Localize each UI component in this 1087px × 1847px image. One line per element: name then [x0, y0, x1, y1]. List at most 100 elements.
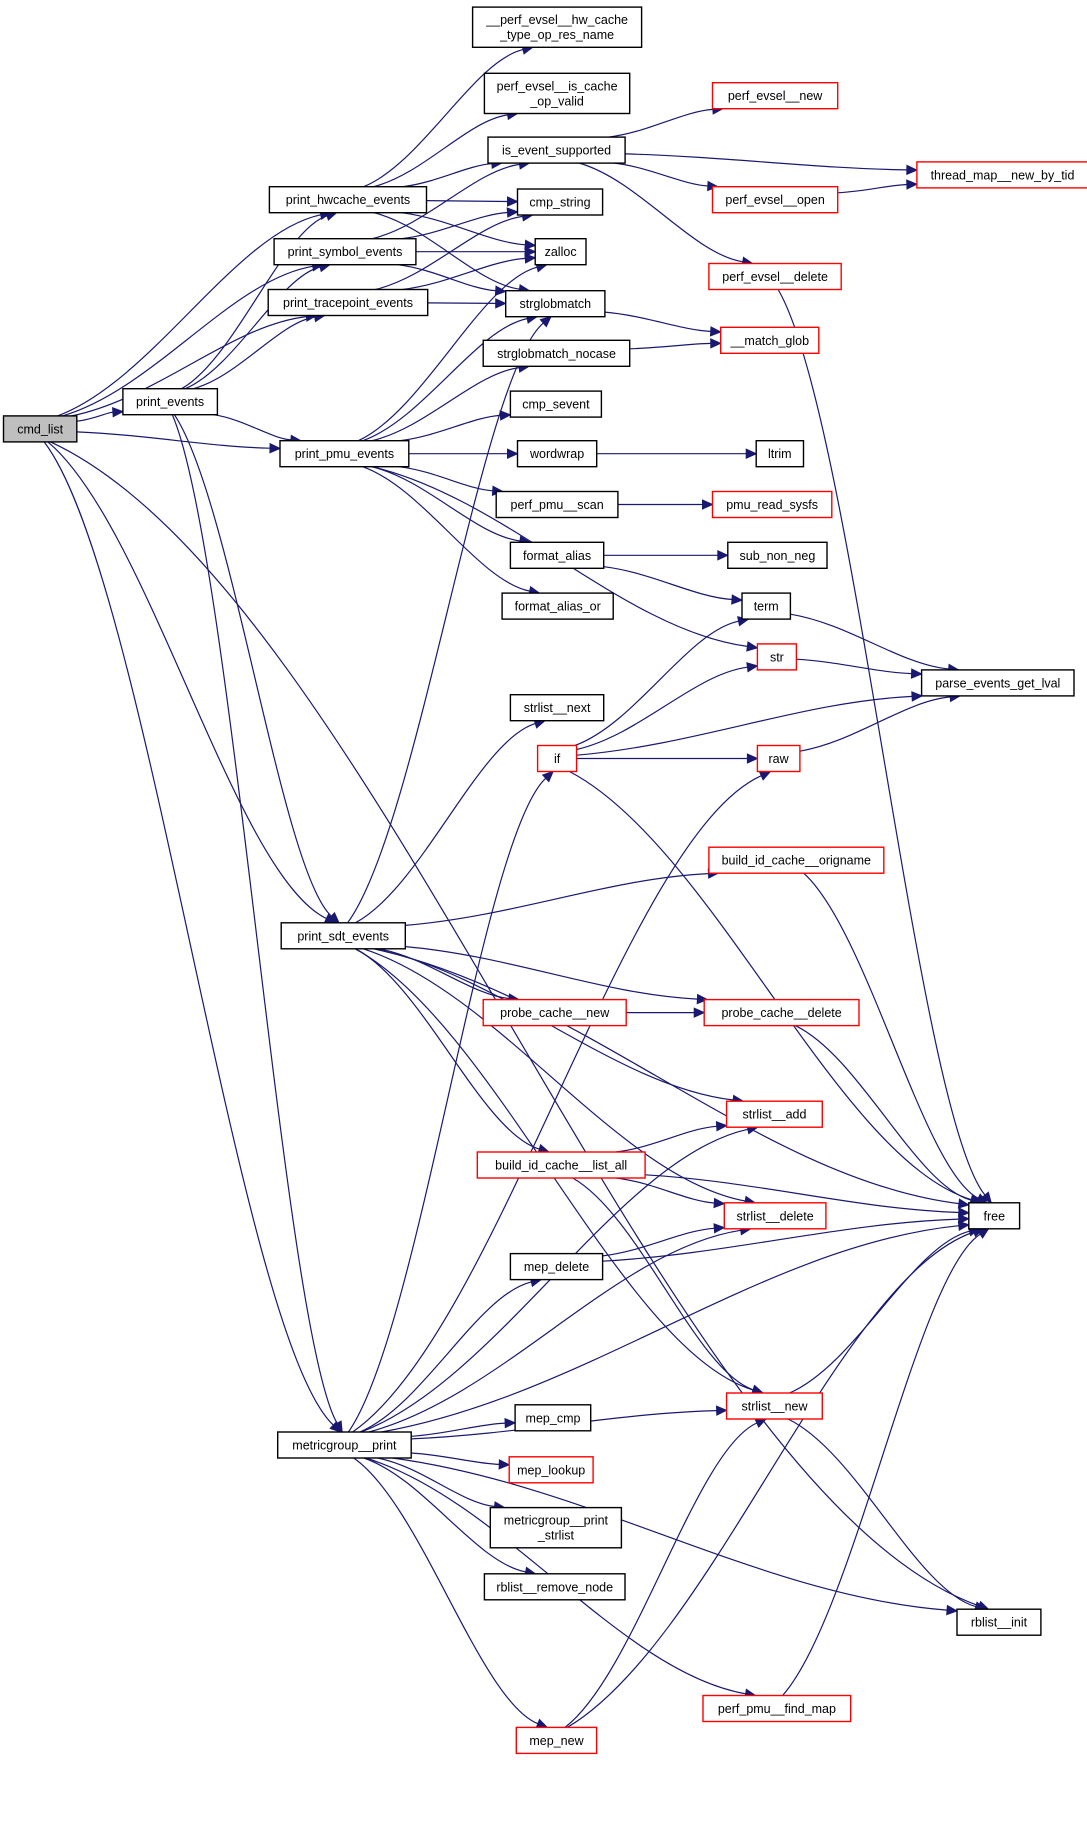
graph-node-hw-cache-name[interactable]: __perf_evsel__hw_cache_type_op_res_name	[471, 6, 643, 49]
node-box[interactable]	[267, 288, 429, 317]
node-box[interactable]	[536, 744, 578, 773]
graph-node-pmu-read-sysfs[interactable]: pmu_read_sysfs	[711, 490, 833, 519]
node-box[interactable]	[727, 541, 828, 569]
node-box[interactable]	[495, 490, 619, 519]
graph-node-term[interactable]: term	[741, 592, 792, 620]
node-box[interactable]	[708, 262, 842, 291]
graph-node-strglobmatch[interactable]: strglobmatch	[505, 290, 606, 318]
node-box[interactable]	[277, 1431, 412, 1459]
graph-node-print-pmu-events[interactable]: print_pmu_events	[279, 440, 410, 468]
node-box[interactable]	[509, 1252, 604, 1281]
graph-node-print-events[interactable]: print_events	[122, 388, 219, 416]
graph-node-mep-delete[interactable]: mep_delete	[509, 1252, 604, 1281]
graph-node-build-id-cache-list-all[interactable]: build_id_cache__list_all	[476, 1151, 646, 1179]
node-box[interactable]	[702, 1694, 852, 1723]
node-box[interactable]	[711, 490, 833, 519]
graph-node-is-event-supported[interactable]: is_event_supported	[487, 136, 626, 164]
graph-node-print-hwcache-events[interactable]: print_hwcache_events	[268, 185, 428, 214]
node-box[interactable]	[509, 694, 605, 722]
graph-node-mep-cmp[interactable]: mep_cmp	[514, 1404, 592, 1432]
graph-node-thread-map-new-by-tid[interactable]: thread_map__new_by_tid	[916, 161, 1087, 189]
node-box[interactable]	[720, 326, 820, 354]
node-box[interactable]	[725, 1392, 823, 1420]
node-box[interactable]	[711, 185, 839, 214]
node-box[interactable]	[755, 440, 805, 468]
node-box[interactable]	[487, 136, 626, 164]
node-box[interactable]	[723, 1202, 827, 1230]
graph-node-strlist-new[interactable]: strlist__new	[725, 1392, 823, 1420]
graph-node-print-symbol-events[interactable]: print_symbol_events	[273, 237, 417, 266]
node-box[interactable]	[471, 6, 643, 49]
graph-node-build-id-cache-origname[interactable]: build_id_cache__origname	[708, 846, 885, 874]
graph-node-is-cache-op-valid[interactable]: perf_evsel__is_cache_op_valid	[483, 72, 631, 115]
graph-node-mep-lookup[interactable]: mep_lookup	[508, 1456, 594, 1484]
node-box[interactable]	[741, 592, 792, 620]
graph-node-strlist-next[interactable]: strlist__next	[509, 694, 605, 722]
node-box[interactable]	[268, 185, 428, 214]
node-box[interactable]	[509, 390, 603, 418]
graph-node-perf-pmu-find-map[interactable]: perf_pmu__find_map	[702, 1694, 852, 1723]
graph-node-strlist-delete[interactable]: strlist__delete	[723, 1202, 827, 1230]
node-box[interactable]	[514, 1404, 592, 1432]
graph-node-perf-pmu-scan[interactable]: perf_pmu__scan	[495, 490, 619, 519]
graph-node-raw[interactable]: raw	[756, 744, 801, 773]
graph-node-perf-evsel-delete[interactable]: perf_evsel__delete	[708, 262, 842, 291]
node-box[interactable]	[2, 415, 78, 443]
node-box[interactable]	[968, 1202, 1021, 1230]
graph-node-perf-evsel-open[interactable]: perf_evsel__open	[711, 185, 839, 214]
node-box[interactable]	[508, 1456, 594, 1484]
node-box[interactable]	[516, 440, 598, 468]
graph-node-if[interactable]: if	[536, 744, 578, 773]
node-box[interactable]	[279, 440, 410, 468]
graph-node-rblist-remove-node[interactable]: rblist__remove_node	[483, 1573, 626, 1601]
graph-node-probe-cache-new[interactable]: probe_cache__new	[482, 998, 627, 1027]
graph-node-metricgroup-print-strlist[interactable]: metricgroup__print_strlist	[489, 1506, 623, 1549]
node-box[interactable]	[516, 188, 604, 216]
graph-node-format-alias[interactable]: format_alias	[509, 541, 605, 569]
graph-node-str[interactable]: str	[756, 643, 798, 671]
node-box[interactable]	[509, 541, 605, 569]
node-box[interactable]	[482, 339, 631, 367]
node-box[interactable]	[515, 1726, 598, 1755]
node-box[interactable]	[756, 744, 801, 773]
graph-node-cmd-list[interactable]: cmd_list	[2, 415, 78, 443]
graph-node-format-alias-or[interactable]: format_alias_or	[501, 592, 614, 620]
graph-node-rblist-init[interactable]: rblist__init	[956, 1608, 1042, 1636]
node-box[interactable]	[711, 81, 839, 110]
node-box[interactable]	[273, 237, 417, 266]
node-box[interactable]	[489, 1506, 623, 1549]
graph-node-metricgroup-print[interactable]: metricgroup__print	[277, 1431, 412, 1459]
node-box[interactable]	[916, 161, 1087, 189]
graph-node-mep-new[interactable]: mep_new	[515, 1726, 598, 1755]
node-box[interactable]	[476, 1151, 646, 1179]
node-box[interactable]	[756, 643, 798, 671]
graph-node-strglobmatch-nocase[interactable]: strglobmatch_nocase	[482, 339, 631, 367]
graph-node-print-tracepoint-events[interactable]: print_tracepoint_events	[267, 288, 429, 317]
node-box[interactable]	[703, 998, 860, 1027]
graph-node-free[interactable]: free	[968, 1202, 1021, 1230]
graph-node-zalloc[interactable]: zalloc	[534, 237, 587, 266]
node-box[interactable]	[505, 290, 606, 318]
node-box[interactable]	[920, 669, 1075, 697]
graph-node-match-glob[interactable]: __match_glob	[720, 326, 820, 354]
graph-node-ltrim[interactable]: ltrim	[755, 440, 805, 468]
node-box[interactable]	[956, 1608, 1042, 1636]
graph-node-strlist-add[interactable]: strlist__add	[725, 1100, 823, 1128]
node-box[interactable]	[483, 72, 631, 115]
node-box[interactable]	[708, 846, 885, 874]
graph-node-cmp-sevent[interactable]: cmp_sevent	[509, 390, 603, 418]
graph-node-perf-evsel-new[interactable]: perf_evsel__new	[711, 81, 839, 110]
node-box[interactable]	[482, 998, 627, 1027]
node-box[interactable]	[534, 237, 587, 266]
graph-node-print-sdt-events[interactable]: print_sdt_events	[280, 922, 407, 950]
graph-node-parse-events-get-lval[interactable]: parse_events_get_lval	[920, 669, 1075, 697]
graph-node-probe-cache-delete[interactable]: probe_cache__delete	[703, 998, 860, 1027]
node-box[interactable]	[122, 388, 219, 416]
graph-node-sub-non-neg[interactable]: sub_non_neg	[727, 541, 828, 569]
graph-node-wordwrap[interactable]: wordwrap	[516, 440, 598, 468]
node-box[interactable]	[280, 922, 407, 950]
node-box[interactable]	[483, 1573, 626, 1601]
node-box[interactable]	[501, 592, 614, 620]
graph-node-cmp-string[interactable]: cmp_string	[516, 188, 604, 216]
node-box[interactable]	[725, 1100, 823, 1128]
